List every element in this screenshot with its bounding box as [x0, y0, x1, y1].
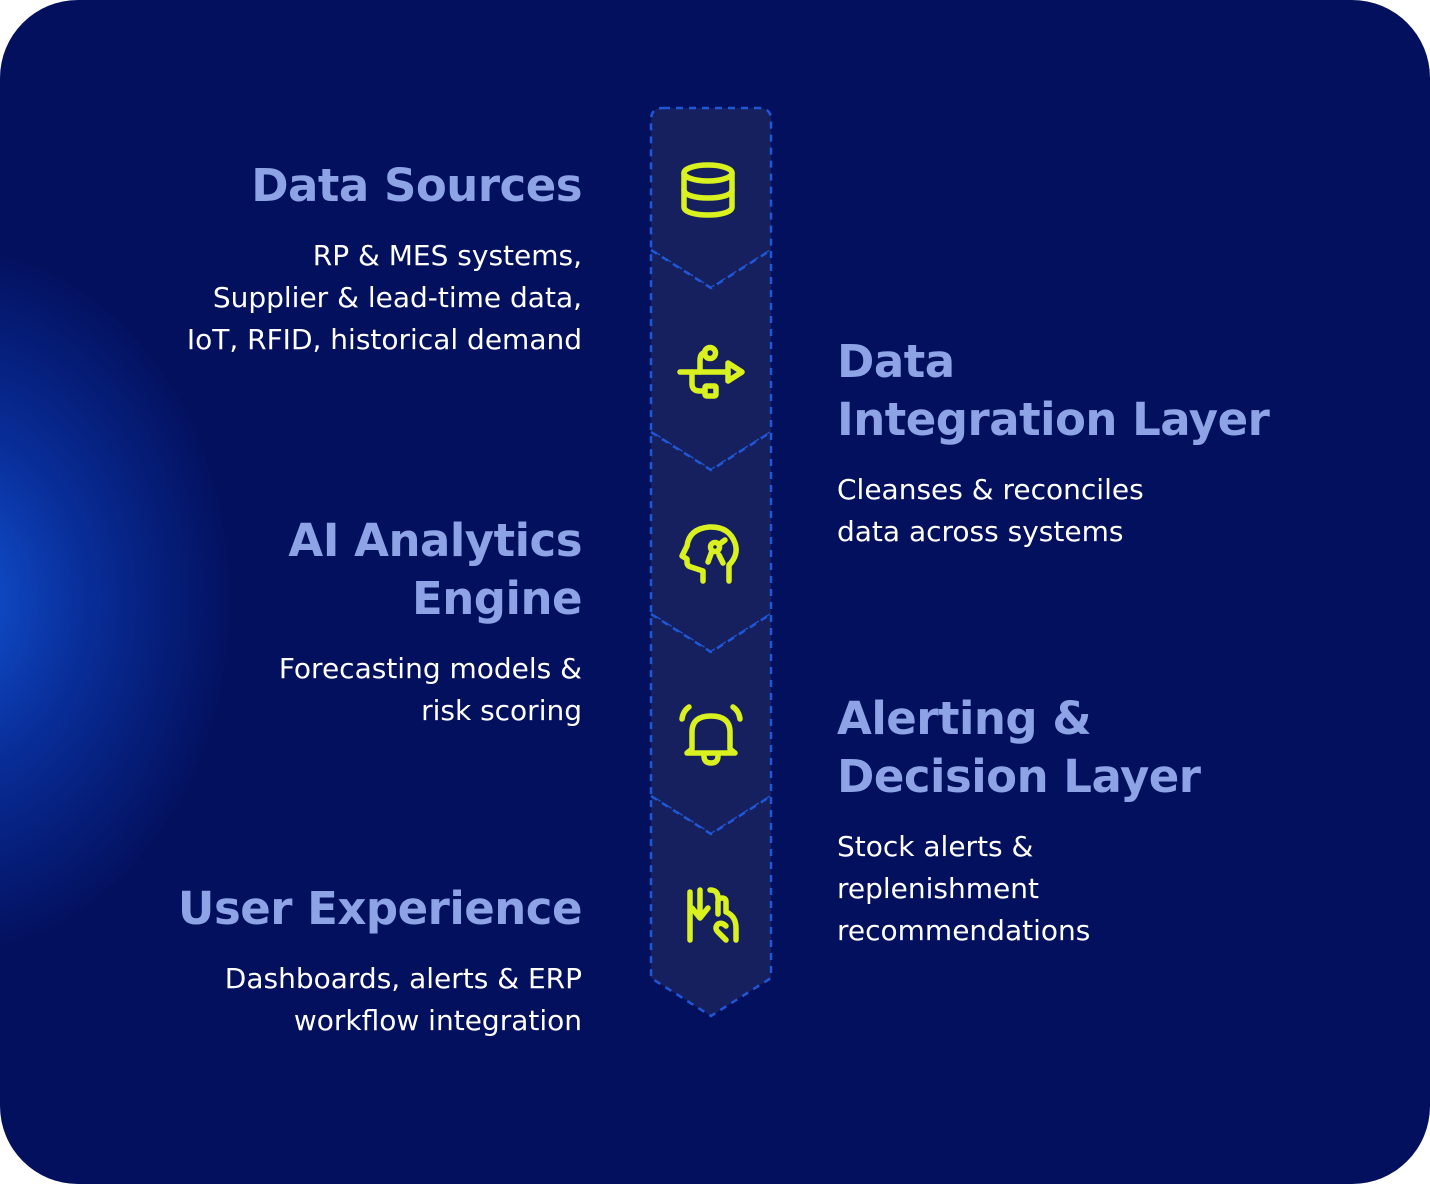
- segment-5: [649, 793, 773, 1018]
- stage-title: User Experience: [177, 880, 583, 938]
- desc-line: RP & MES systems,: [312, 239, 582, 272]
- usb-icon: [676, 337, 746, 407]
- stage-description: Dashboards, alerts & ERP workflow integr…: [178, 958, 582, 1042]
- stage-ai-analytics: AI Analytics Engine Forecasting models &…: [279, 512, 583, 732]
- stage-description: Forecasting models & risk scoring: [279, 648, 582, 732]
- desc-line: Forecasting models &: [278, 652, 582, 685]
- stage-description: Stock alerts & replenishment recommendat…: [837, 826, 1201, 952]
- desc-line: replenishment: [837, 872, 1039, 905]
- title-line: User Experience: [177, 882, 583, 935]
- desc-line: data across systems: [837, 515, 1124, 548]
- alarm-bell-icon: [676, 701, 746, 771]
- title-line: Data Sources: [251, 159, 582, 212]
- stage-data-integration: Data Integration Layer Cleanses & reconc…: [837, 333, 1270, 553]
- desc-line: Stock alerts &: [837, 830, 1034, 863]
- desc-line: IoT, RFID, historical demand: [186, 323, 582, 356]
- stage-data-sources: Data Sources RP & MES systems, Supplier …: [187, 157, 583, 361]
- stage-title: Alerting & Decision Layer: [837, 690, 1201, 806]
- desc-line: Dashboards, alerts & ERP: [224, 962, 582, 995]
- title-line: Data: [837, 335, 955, 388]
- desc-line: Supplier & lead-time data,: [212, 281, 582, 314]
- stage-description: RP & MES systems, Supplier & lead-time d…: [187, 235, 582, 361]
- desc-line: Cleanses & reconciles: [837, 473, 1144, 506]
- stage-title: Data Integration Layer: [837, 333, 1270, 449]
- stage-title: AI Analytics Engine: [279, 512, 582, 628]
- segment-4: [649, 611, 773, 836]
- title-line: AI Analytics: [288, 514, 582, 567]
- touch-swipe-icon: [676, 880, 746, 950]
- desc-line: risk scoring: [421, 694, 582, 727]
- ai-head-icon: [677, 519, 747, 589]
- stage-description: Cleanses & reconciles data across system…: [837, 469, 1269, 553]
- title-line: Decision Layer: [837, 750, 1201, 803]
- title-line: Integration Layer: [837, 393, 1270, 446]
- stage-alerting-decision: Alerting & Decision Layer Stock alerts &…: [837, 690, 1201, 952]
- title-line: Alerting &: [837, 692, 1092, 745]
- title-line: Engine: [412, 572, 582, 625]
- stage-user-experience: User Experience Dashboards, alerts & ERP…: [177, 880, 583, 1042]
- desc-line: workflow integration: [293, 1004, 582, 1037]
- stage-title: Data Sources: [187, 157, 582, 215]
- database-icon: [673, 155, 743, 225]
- desc-line: recommendations: [837, 914, 1091, 947]
